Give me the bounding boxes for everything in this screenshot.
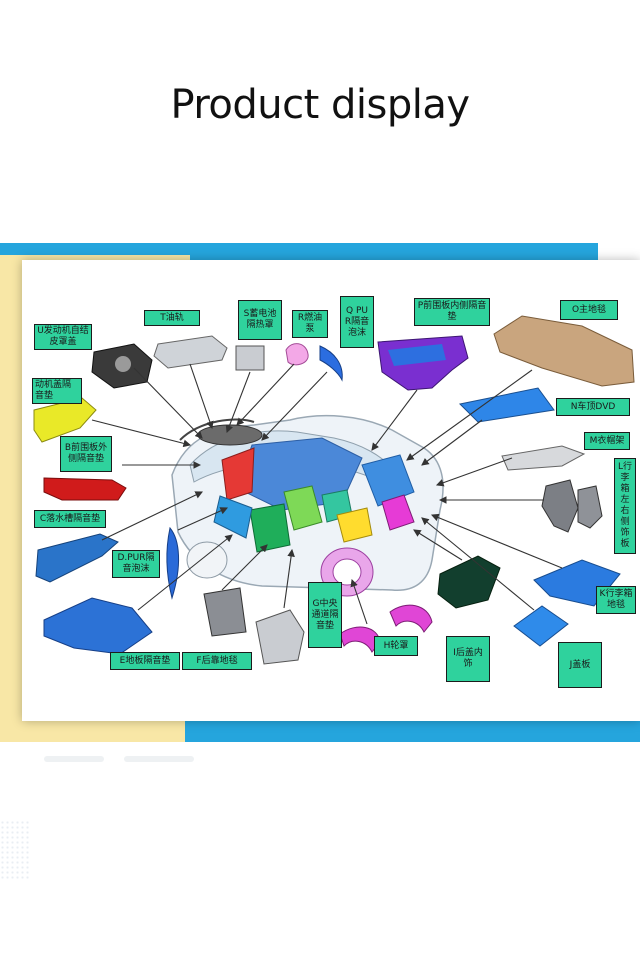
label-pur-foam-d: D.PUR隔音泡沫 bbox=[112, 550, 160, 578]
part-main-carpet bbox=[493, 315, 635, 387]
label-main-carpet: O主地毯 bbox=[560, 300, 618, 320]
faded-text bbox=[124, 756, 194, 762]
label-trunk-lid-trim: I后盖内饰 bbox=[446, 636, 490, 682]
label-trunk-carpet: K行李箱地毯 bbox=[596, 586, 636, 614]
part-battery-shield bbox=[235, 345, 265, 371]
label-gutter-pad: C落水槽隔音垫 bbox=[34, 510, 106, 528]
label-rear-seat-carpet: F后靠地毯 bbox=[182, 652, 252, 670]
label-pur-foam-q: Q PUR隔音泡沫 bbox=[340, 296, 374, 348]
label-battery-shield: S蓄电池隔热罩 bbox=[238, 300, 282, 340]
label-fuel-pump: R燃油泵 bbox=[292, 310, 328, 338]
label-dash-insulator-outer: B前围板外侧隔音垫 bbox=[60, 436, 112, 472]
label-trunk-side-trim: L行李箱左右侧饰板 bbox=[614, 458, 636, 554]
car-body bbox=[171, 414, 444, 597]
label-dash-insulator-inner: P前围板内侧隔音垫 bbox=[414, 298, 490, 326]
part-pur-foam-d bbox=[166, 526, 180, 600]
diagram-panel: U发动机自结皮罩盖 T油轨 S蓄电池隔热罩 R燃油泵 Q PUR隔音泡沫 P前围… bbox=[22, 260, 640, 721]
label-tunnel-pad: G中央通道隔音垫 bbox=[308, 582, 342, 648]
faded-text bbox=[44, 756, 104, 762]
label-engine-cover: U发动机自结皮罩盖 bbox=[34, 324, 92, 350]
label-floor-pad: E地板隔音垫 bbox=[110, 652, 180, 670]
part-rear-seat-carpet bbox=[203, 587, 247, 637]
part-floor-pad bbox=[43, 597, 153, 655]
part-engine-cover bbox=[91, 343, 153, 389]
part-fuel-rail bbox=[153, 335, 228, 369]
page-title: Product display bbox=[170, 82, 470, 128]
label-wheel-housing: H轮罩 bbox=[374, 636, 418, 656]
label-engine-hood-pad: 动机盖隔音垫 bbox=[32, 378, 82, 404]
part-dash-insulator-outer bbox=[43, 477, 127, 501]
part-gutter-pad bbox=[35, 533, 119, 583]
part-engine-hood-pad bbox=[33, 397, 97, 443]
part-wheel-housing bbox=[339, 604, 433, 653]
part-pur-foam-q bbox=[319, 345, 343, 382]
part-dash-insulator-inner bbox=[377, 335, 469, 391]
decorative-blue-band-bottom bbox=[185, 720, 640, 742]
part-trunk-side-trim bbox=[541, 479, 603, 533]
leader-lines bbox=[91, 363, 563, 625]
part-trunk-lid-trim bbox=[437, 555, 501, 609]
part-parcel-shelf bbox=[501, 445, 586, 471]
label-cover-plate: J盖板 bbox=[558, 642, 602, 688]
part-fuel-pump bbox=[285, 343, 309, 366]
label-roof-dvd: N车顶DVD bbox=[556, 398, 630, 416]
car-parts-diagram bbox=[33, 315, 635, 665]
label-fuel-rail: T油轨 bbox=[144, 310, 200, 326]
label-parcel-shelf: M衣帽架 bbox=[584, 432, 630, 450]
part-roof-dvd bbox=[458, 387, 555, 423]
part-tunnel-pad bbox=[255, 609, 305, 665]
decorative-dots bbox=[0, 820, 30, 880]
part-cover-plate bbox=[513, 605, 569, 647]
